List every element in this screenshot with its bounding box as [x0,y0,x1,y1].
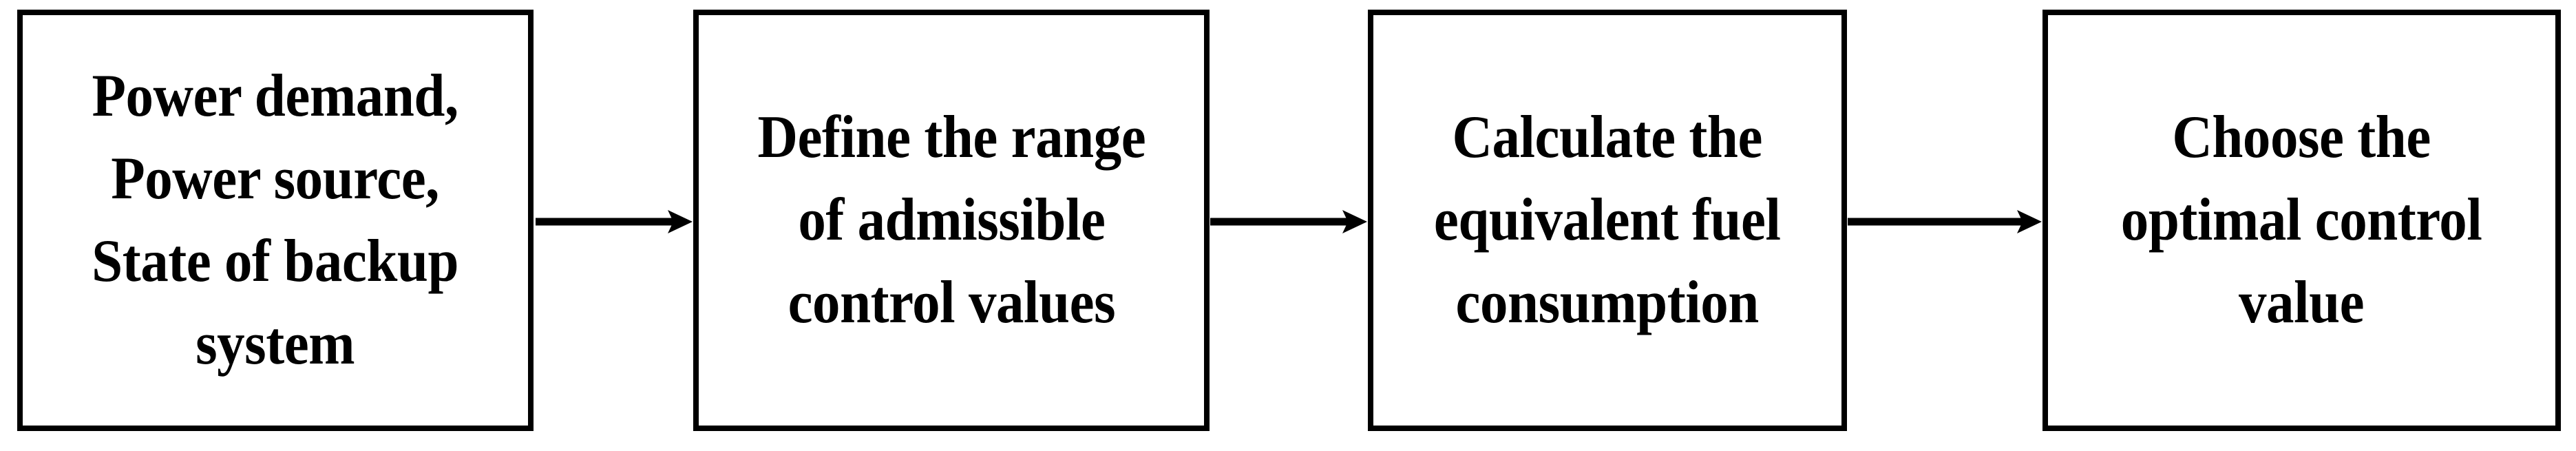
flow-arrow-calculate-fuel-to-choose-optimal [1848,208,2042,235]
node-text-line: of admissible [797,187,1106,253]
flow-arrow-inputs-to-define-range [536,208,693,235]
node-text-line: Choose the [2172,104,2431,171]
arrow-right-icon [1848,210,2042,233]
node-text-line: Define the range [757,104,1146,171]
node-text-line: consumption [1455,269,1760,336]
arrow-right-icon [1210,210,1367,233]
flow-node-inputs-text: Power demand, Power source, State of bac… [92,55,459,386]
flow-arrow-define-range-to-calculate-fuel [1210,208,1367,235]
flow-node-define-range-text: Define the range of admissible control v… [757,96,1146,344]
node-text-line: value [2239,269,2365,336]
node-text-line: Power source, [111,145,440,212]
flow-node-inputs[interactable]: Power demand, Power source, State of bac… [17,10,534,431]
node-text-line: equivalent fuel [1434,187,1781,253]
flow-node-choose-optimal-text: Choose the optimal control value [2121,96,2482,344]
node-text-line: control values [788,269,1115,336]
flow-node-define-range[interactable]: Define the range of admissible control v… [693,10,1210,431]
node-text-line: Calculate the [1452,104,1763,171]
flow-node-calculate-fuel[interactable]: Calculate the equivalent fuel consumptio… [1368,10,1847,431]
node-text-line: Power demand, [92,63,459,129]
node-text-line: State of backup [92,228,459,295]
node-text-line: optimal control [2121,187,2482,253]
arrow-right-icon [536,210,693,233]
flow-node-calculate-fuel-text: Calculate the equivalent fuel consumptio… [1434,96,1781,344]
node-text-line: system [196,311,355,377]
flow-node-choose-optimal[interactable]: Choose the optimal control value [2042,10,2561,431]
